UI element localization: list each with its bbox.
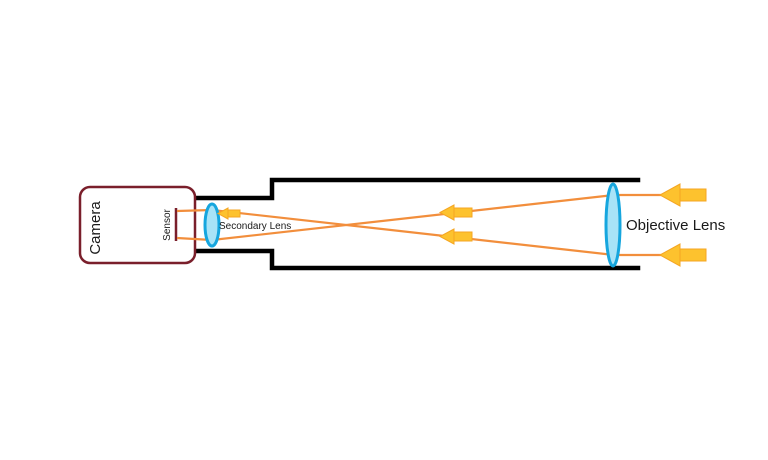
ray-upper-converging xyxy=(211,193,615,242)
ray-lower-converging xyxy=(211,208,615,257)
telescope-tube xyxy=(195,177,641,271)
secondary-lens xyxy=(203,202,221,248)
tube-light-arrows xyxy=(216,204,473,245)
tube-bottom-wall xyxy=(195,248,641,271)
arrow-upper-incoming-icon xyxy=(658,183,707,207)
arrow-upper-tube-icon xyxy=(438,204,473,221)
camera-label: Camera xyxy=(87,201,104,255)
objective-lens-label: Objective Lens xyxy=(626,217,725,234)
camera-body xyxy=(78,185,197,265)
arrow-secondary-icon xyxy=(216,207,241,220)
arrow-lower-tube-icon xyxy=(438,228,473,245)
arrow-lower-incoming-icon xyxy=(658,243,707,267)
incoming-light-arrows xyxy=(658,183,707,267)
secondary-lens-label: Secondary Lens xyxy=(219,221,291,232)
tube-top-wall xyxy=(195,177,641,201)
objective-lens xyxy=(604,182,622,268)
sensor-label: Sensor xyxy=(162,208,173,240)
